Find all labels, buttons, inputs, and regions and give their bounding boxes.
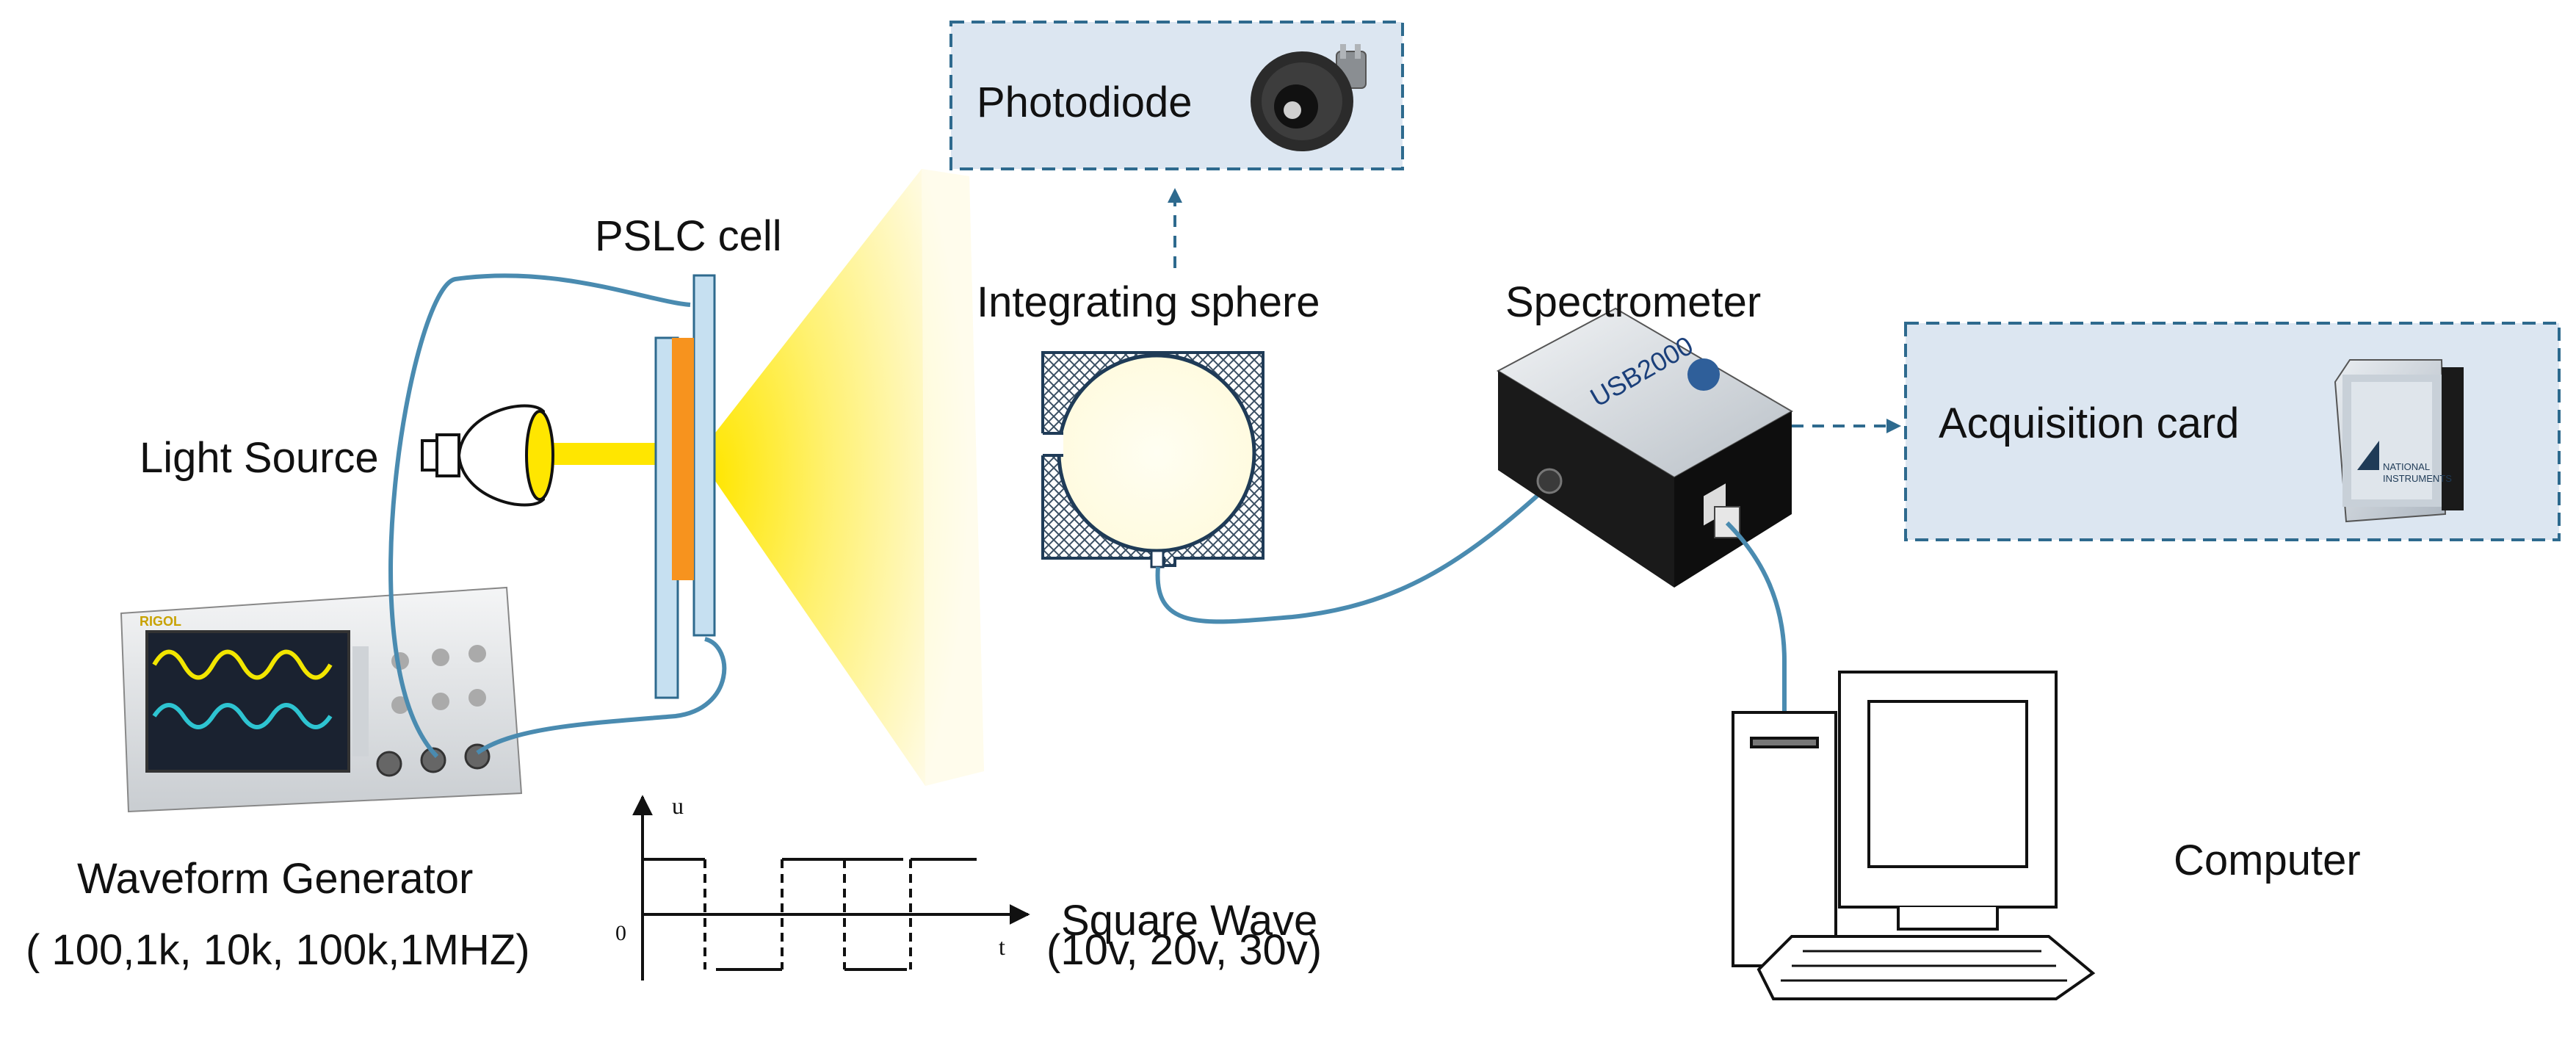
light-cone [698,169,984,786]
generator-cable-top [388,273,691,759]
sphere-spectrometer-cable [1155,483,1552,624]
pslc-cell [654,274,716,699]
square-wave-plot [632,795,1030,981]
generator-brand-label: RIGOL [140,614,181,629]
daq-brand-line-2: INSTRUMENTS [2383,473,2452,484]
acquisition-card-label: Acquisition card [1939,400,2240,447]
photodiode-icon [1251,44,1367,151]
integrating-sphere-label: Integrating sphere [977,278,1320,326]
pslc-cell-label: PSLC cell [595,212,782,260]
light-source-label: Light Source [140,434,379,482]
daq-brand-line-1: NATIONAL [2383,461,2430,472]
light-source-icon [421,404,554,507]
spectrometer-computer-cable [1725,521,1787,712]
wave-trace [643,858,977,971]
square-wave-label: Square Wave [1061,897,1318,945]
waveform-generator-device [120,586,523,813]
waveform-generator-label: Waveform Generator [77,855,474,903]
wave-origin-label: 0 [615,921,626,945]
daq-card-icon [2334,359,2464,523]
wave-axis-u-label: u [672,792,684,819]
spectrometer-device [1496,307,1794,588]
frequency-range-label: ( 100,1k, 10k, 100k,1MHZ) [26,926,530,974]
wave-axis-t-label: t [999,934,1005,960]
voltage-range-label: (10v, 20v, 30v) [1046,926,1323,974]
photodiode-label: Photodiode [977,79,1193,126]
computer-icon [1732,671,2096,1000]
computer-label: Computer [2174,837,2361,884]
light-beam [540,443,676,465]
generator-cable-bottom [476,637,727,755]
integrating-sphere [1041,351,1265,568]
light-cone-fade [922,169,984,786]
spectrometer-label: Spectrometer [1505,278,1762,326]
